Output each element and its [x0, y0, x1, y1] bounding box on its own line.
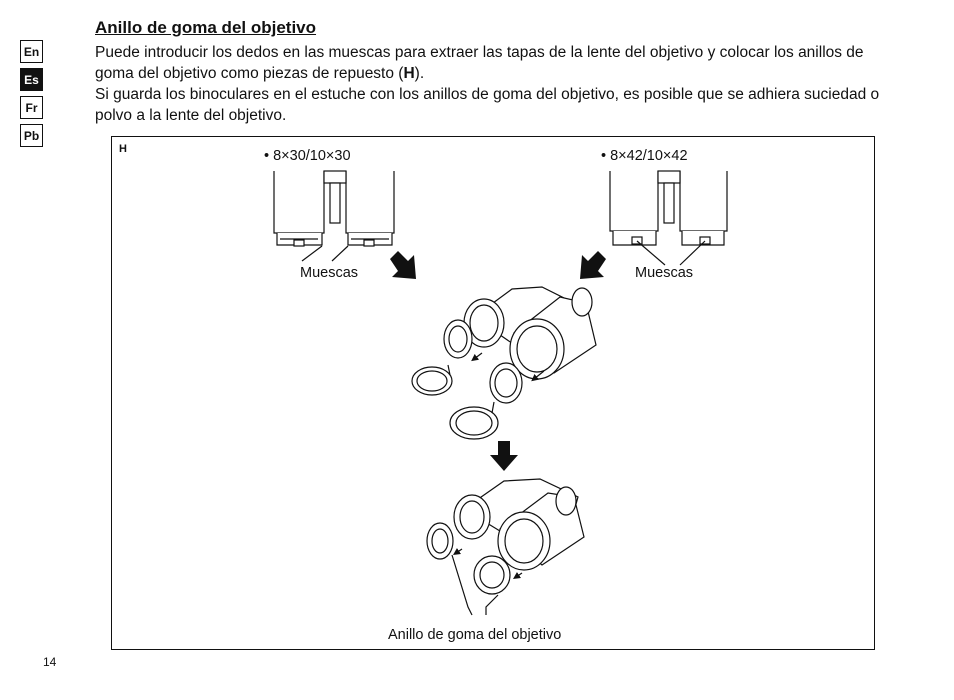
binocular-with-caps [411, 286, 597, 440]
binocular-large-top-view [609, 170, 728, 266]
figure-reference: H [403, 65, 415, 82]
binocular-small-top-view [273, 170, 395, 262]
callout-notches-right: Muescas [635, 265, 694, 281]
arrow-down-left [580, 251, 606, 279]
lang-tab-fr[interactable]: Fr [20, 96, 43, 119]
language-tabs: En Es Fr Pb [20, 40, 43, 152]
figure-label: H [119, 143, 127, 155]
callout-rubber-ring: Anillo de goma del objetivo [388, 627, 562, 643]
page-number: 14 [43, 655, 57, 669]
model-label-large: • 8×42/10×42 [601, 148, 688, 164]
binocular-with-rubber-rings [426, 478, 585, 616]
lang-tab-es[interactable]: Es [20, 68, 43, 91]
paragraph-instructions-end: ). [414, 65, 425, 82]
paragraph-instructions: Puede introducir los dedos en las muesca… [95, 42, 885, 84]
lang-tab-en[interactable]: En [20, 40, 43, 63]
model-label-small: • 8×30/10×30 [264, 148, 351, 164]
paragraph-instructions-text: Puede introducir los dedos en las muesca… [95, 44, 864, 82]
callout-notches-left: Muescas [300, 265, 359, 281]
binocular-illustration [273, 170, 728, 616]
arrow-down [490, 441, 518, 471]
paragraph-warning: Si guarda los binoculares en el estuche … [95, 86, 880, 124]
section-title: Anillo de goma del objetivo [95, 18, 317, 37]
arrow-down-right [390, 251, 416, 279]
figure-h: H • 8×30/10×30 • 8×42/10×42 Muescas Mues… [111, 136, 875, 650]
lang-tab-pb[interactable]: Pb [20, 124, 43, 147]
